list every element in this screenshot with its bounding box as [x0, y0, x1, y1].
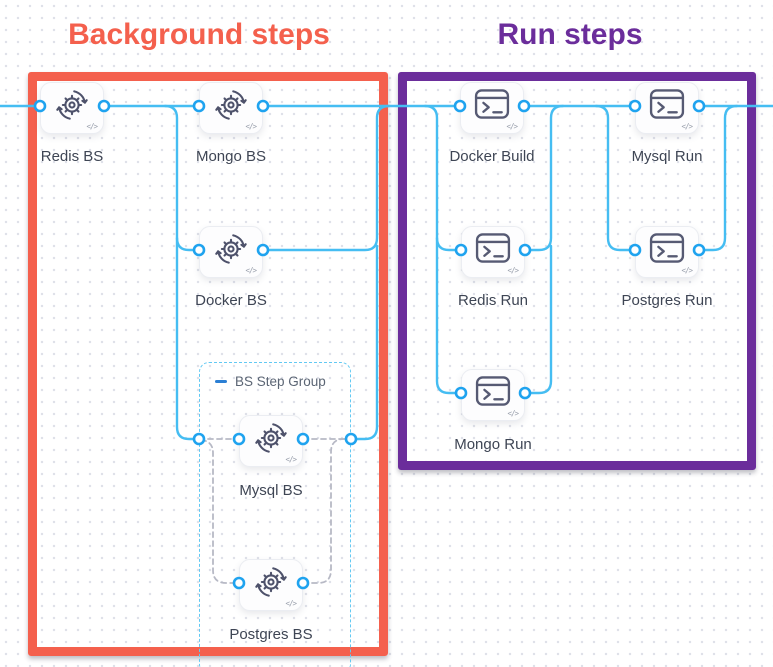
- bs-step-group: BS Step Group: [199, 362, 351, 667]
- node-label: Mysql Run: [631, 148, 703, 165]
- node-label: Redis BS: [40, 148, 104, 165]
- code-icon: </>: [285, 455, 297, 464]
- code-icon: </>: [681, 122, 693, 131]
- code-icon: </>: [506, 122, 518, 131]
- collapse-minus-icon[interactable]: [215, 379, 227, 384]
- node-label: Mysql BS: [239, 482, 303, 499]
- node-label: Mongo BS: [195, 148, 267, 165]
- terminal-icon: [649, 87, 685, 126]
- node-label: Docker BS: [195, 292, 267, 309]
- sync-gear-icon: [253, 564, 289, 605]
- node-postgres-run[interactable]: </>: [635, 226, 699, 278]
- code-icon: </>: [245, 266, 257, 275]
- node-mongo-bs[interactable]: </>: [199, 82, 263, 134]
- node-label: Redis Run: [457, 292, 529, 309]
- code-icon: </>: [245, 122, 257, 131]
- node-mysql-run[interactable]: </>: [635, 82, 699, 134]
- terminal-icon: [475, 231, 511, 270]
- node-label: Mongo Run: [454, 436, 532, 453]
- run-steps-box: [398, 72, 756, 470]
- code-icon: </>: [681, 266, 693, 275]
- sync-gear-icon: [213, 87, 249, 128]
- terminal-icon: [649, 231, 685, 270]
- node-mysql-bs[interactable]: </>: [239, 415, 303, 467]
- terminal-icon: [474, 87, 510, 126]
- run-steps-title: Run steps: [497, 18, 643, 51]
- bs-step-group-header[interactable]: BS Step Group: [215, 374, 326, 389]
- sync-gear-icon: [213, 231, 249, 272]
- node-docker-bs[interactable]: </>: [199, 226, 263, 278]
- node-redis-bs[interactable]: </>: [40, 82, 104, 134]
- terminal-icon: [475, 374, 511, 413]
- code-icon: </>: [507, 266, 519, 275]
- node-label: Postgres Run: [621, 292, 713, 309]
- sync-gear-icon: [54, 87, 90, 128]
- sync-gear-icon: [253, 420, 289, 461]
- background-steps-box: [28, 72, 388, 656]
- node-redis-run[interactable]: </>: [461, 226, 525, 278]
- code-icon: </>: [507, 409, 519, 418]
- code-icon: </>: [86, 122, 98, 131]
- node-label: Postgres BS: [229, 626, 313, 643]
- background-steps-title: Background steps: [68, 18, 330, 51]
- bs-step-group-label: BS Step Group: [235, 374, 326, 389]
- node-mongo-run[interactable]: </>: [461, 369, 525, 421]
- node-postgres-bs[interactable]: </>: [239, 559, 303, 611]
- node-label: Docker Build: [449, 148, 535, 165]
- node-docker-build[interactable]: </>: [460, 82, 524, 134]
- code-icon: </>: [285, 599, 297, 608]
